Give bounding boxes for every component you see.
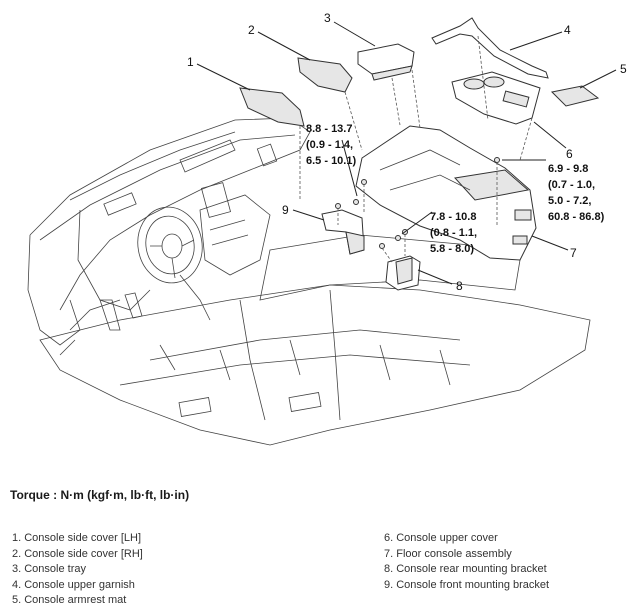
console-upper-garnish xyxy=(431,17,549,79)
svg-text:5.0 - 7.2,: 5.0 - 7.2, xyxy=(548,195,591,207)
floor-console-assembly xyxy=(355,125,537,261)
callout-6: 6 xyxy=(566,147,573,161)
console-side-cover-lh xyxy=(239,87,305,127)
exploded-parts-diagram: 1 2 3 4 5 6 7 8 9 8.8 - 13.7 (0.9 - 1.4,… xyxy=(27,11,627,446)
callout-5: 5 xyxy=(620,62,627,76)
legend-item: 8. Console rear mounting bracket xyxy=(384,563,547,576)
svg-text:7.8 - 10.8: 7.8 - 10.8 xyxy=(430,211,476,223)
legend-item: 1. Console side cover [LH] xyxy=(12,532,142,544)
legend-item: 9. Console front mounting bracket xyxy=(384,578,550,591)
callout-9: 9 xyxy=(282,203,289,217)
console-armrest-mat xyxy=(550,85,600,107)
parts-legend-left: 1. Console side cover [LH] 2. Console si… xyxy=(12,531,143,609)
assembly-guide-lines xyxy=(299,35,533,263)
legend-item: 7. Floor console assembly xyxy=(384,547,512,560)
console-side-cover-rh xyxy=(297,57,353,93)
svg-text:(0.9 - 1.4,: (0.9 - 1.4, xyxy=(306,139,353,151)
vehicle-interior-illustration xyxy=(27,117,591,446)
callout-3: 3 xyxy=(324,11,331,25)
legend-item: 6. Console upper cover xyxy=(384,532,498,544)
callout-8: 8 xyxy=(456,279,463,293)
svg-text:(0.8 - 1.1,: (0.8 - 1.1, xyxy=(430,227,477,239)
svg-text:6.5 - 10.1): 6.5 - 10.1) xyxy=(306,155,356,167)
torque-spec-a: 8.8 - 13.7 (0.9 - 1.4, 6.5 - 10.1) xyxy=(306,123,356,167)
legend-item: 4. Console upper garnish xyxy=(12,578,135,591)
torque-units-title: Torque : N·m (kgf·m, lb·ft, lb·in) xyxy=(10,488,190,502)
torque-spec-c: 7.8 - 10.8 (0.8 - 1.1, 5.8 - 8.0) xyxy=(430,211,477,255)
callout-2: 2 xyxy=(248,23,255,37)
callout-numbers: 1 2 3 4 5 6 7 8 9 xyxy=(187,11,627,293)
svg-text:60.8 - 86.8): 60.8 - 86.8) xyxy=(548,211,605,223)
legend-item: 3. Console tray xyxy=(12,563,86,576)
svg-text:5.8 - 8.0): 5.8 - 8.0) xyxy=(430,243,474,255)
svg-text:(0.7 - 1.0,: (0.7 - 1.0, xyxy=(548,179,595,191)
callout-4: 4 xyxy=(564,23,571,37)
parts-legend-right: 6. Console upper cover 7. Floor console … xyxy=(384,531,549,593)
svg-text:6.9 - 9.8: 6.9 - 9.8 xyxy=(548,163,588,175)
callout-leaders xyxy=(196,21,617,285)
legend-item: 5. Console armrest mat xyxy=(12,594,127,607)
svg-text:8.8 - 13.7: 8.8 - 13.7 xyxy=(306,123,352,135)
callout-1: 1 xyxy=(187,55,194,69)
callout-7: 7 xyxy=(570,246,577,260)
torque-spec-b: 6.9 - 9.8 (0.7 - 1.0, 5.0 - 7.2, 60.8 - … xyxy=(548,163,605,223)
legend-item: 2. Console side cover [RH] xyxy=(12,547,143,560)
